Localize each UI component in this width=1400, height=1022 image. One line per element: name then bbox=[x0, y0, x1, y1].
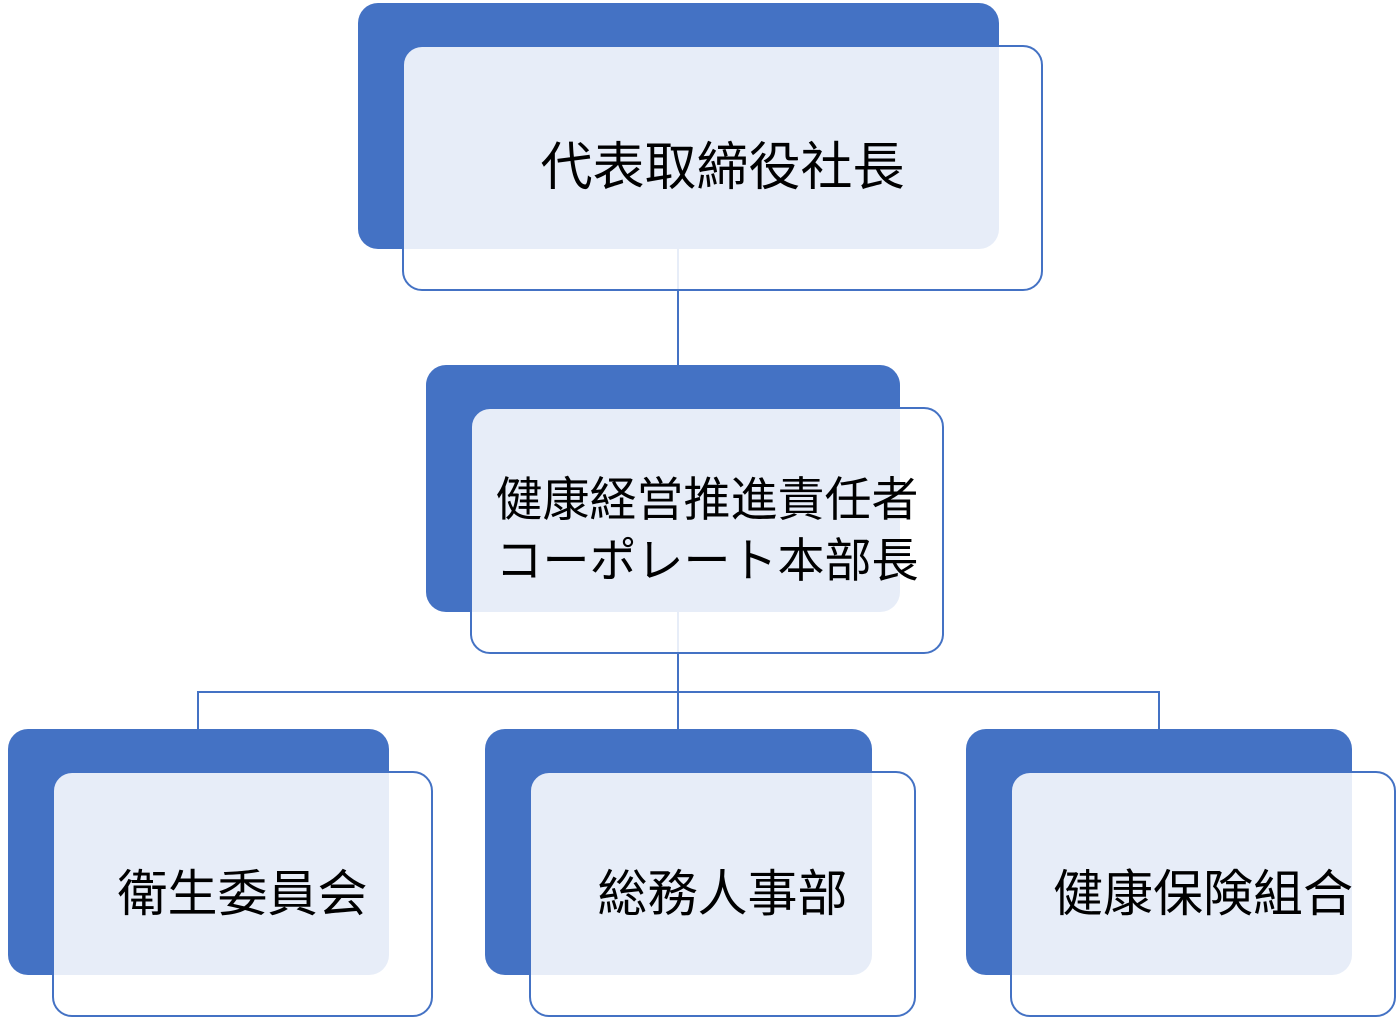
officer-label-line1: 健康経営推進責任者 bbox=[495, 473, 919, 527]
officer-label-line2: コーポレート本部長 bbox=[495, 533, 919, 587]
edge-drop-general-affairs bbox=[677, 691, 679, 729]
president-front-panel: 代表取締役社長 bbox=[402, 45, 1043, 291]
committee-front-panel: 衛生委員会 bbox=[52, 771, 433, 1017]
org-node-committee: 衛生委員会 bbox=[8, 729, 433, 1017]
edge-drop-committee bbox=[197, 691, 199, 729]
edge-drop-insurance-union bbox=[1158, 691, 1160, 729]
org-node-general-affairs: 総務人事部 bbox=[485, 729, 916, 1017]
insurance-union-label: 健康保険組合 bbox=[1053, 866, 1353, 922]
edge-president-officer bbox=[677, 249, 679, 365]
general-affairs-label: 総務人事部 bbox=[597, 866, 848, 922]
org-node-president: 代表取締役社長 bbox=[358, 3, 1043, 291]
officer-front-panel: 健康経営推進責任者 コーポレート本部長 bbox=[470, 407, 944, 654]
president-label: 代表取締役社長 bbox=[540, 138, 905, 197]
org-node-officer: 健康経営推進責任者 コーポレート本部長 bbox=[426, 365, 944, 654]
officer-label: 健康経営推進責任者 コーポレート本部長 bbox=[496, 470, 919, 590]
committee-label: 衛生委員会 bbox=[117, 866, 368, 922]
general-affairs-front-panel: 総務人事部 bbox=[529, 771, 916, 1017]
org-node-insurance-union: 健康保険組合 bbox=[966, 729, 1396, 1017]
insurance-union-front-panel: 健康保険組合 bbox=[1010, 771, 1396, 1017]
